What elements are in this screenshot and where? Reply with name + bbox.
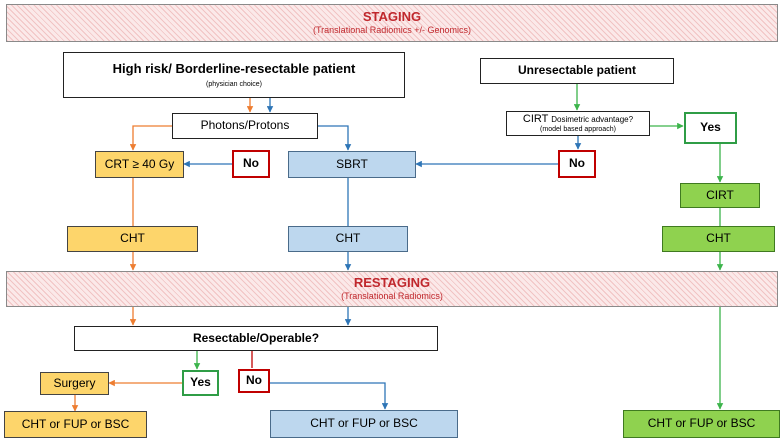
cirt-question-line: CIRT Dosimetric advantage? — [523, 113, 633, 125]
no-label-resectable: No — [246, 373, 262, 388]
surgery-label: Surgery — [53, 375, 96, 390]
outcome-box-right: CHT or FUP or BSC — [623, 410, 780, 438]
resectable-question-label: Resectable/Operable? — [192, 330, 320, 345]
restaging-title: RESTAGING — [353, 274, 431, 290]
surgery-box: Surgery — [40, 372, 109, 395]
arrow-photons-to-crt — [129, 125, 172, 151]
cirt-question-note: (model based approach) — [540, 126, 616, 134]
yes-label-resectable: Yes — [190, 375, 211, 390]
resectable-question-box: Resectable/Operable? — [74, 326, 438, 351]
outcome-box-left: CHT or FUP or BSC — [4, 411, 147, 438]
photons-protons-label: Photons/Protons — [200, 118, 290, 133]
photons-protons-box: Photons/Protons — [172, 113, 318, 139]
cirt-question-main: CIRT — [522, 113, 549, 126]
cirt-question-small: Dosimetric advantage? — [551, 115, 634, 125]
cirt-question-box: CIRT Dosimetric advantage? (model based … — [506, 111, 650, 136]
cht-label-mid: CHT — [335, 231, 361, 246]
unresectable-title: Unresectable patient — [517, 63, 637, 78]
cht-box-mid: CHT — [288, 226, 408, 252]
cht-label-right: CHT — [706, 231, 731, 246]
outcome-label-mid: CHT or FUP or BSC — [310, 416, 418, 431]
sbrt-label: SBRT — [336, 156, 368, 171]
yes-box-resectable: Yes — [182, 370, 219, 396]
no-box-sbrt: No — [232, 150, 270, 178]
staging-title: STAGING — [362, 8, 422, 24]
high-risk-note: (physician choice) — [205, 80, 263, 88]
cirt-label: CIRT — [706, 187, 734, 202]
restaging-banner: RESTAGING (Translational Radiomics) — [6, 271, 778, 307]
no-label-sbrt: No — [243, 156, 259, 171]
no-box-resectable: No — [238, 369, 270, 393]
staging-subtitle: (Translational Radiomics +/- Genomics) — [313, 25, 471, 36]
sbrt-box: SBRT — [288, 151, 416, 178]
restaging-subtitle: (Translational Radiomics) — [341, 291, 443, 302]
staging-banner: STAGING (Translational Radiomics +/- Gen… — [6, 4, 778, 42]
outcome-label-left: CHT or FUP or BSC — [21, 416, 130, 431]
high-risk-title: High risk/ Borderline-resectable patient — [112, 60, 356, 76]
yes-label-cirt: Yes — [700, 120, 721, 135]
no-label-cirt: No — [569, 156, 585, 171]
cht-box-left: CHT — [67, 226, 198, 252]
yes-box-cirt: Yes — [684, 112, 737, 144]
arrow-photons-to-sbrt — [318, 125, 352, 151]
crt-label: CRT ≥ 40 Gy — [104, 156, 175, 171]
outcome-box-mid: CHT or FUP or BSC — [270, 410, 458, 438]
no-box-cirt: No — [558, 150, 596, 178]
unresectable-box: Unresectable patient — [480, 58, 674, 84]
high-risk-box: High risk/ Borderline-resectable patient… — [63, 52, 405, 98]
crt-box: CRT ≥ 40 Gy — [95, 151, 184, 178]
cht-box-right: CHT — [662, 226, 775, 252]
arrow-no-to-outcome — [260, 382, 389, 410]
cht-label-left: CHT — [120, 231, 145, 246]
cirt-box: CIRT — [680, 183, 760, 208]
outcome-label-right: CHT or FUP or BSC — [647, 416, 756, 431]
